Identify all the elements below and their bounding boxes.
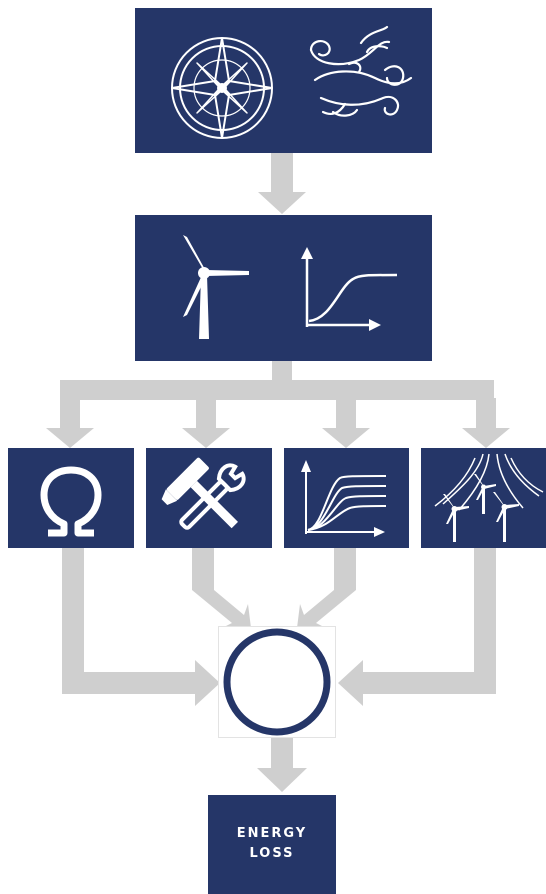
availability-box (146, 448, 272, 548)
arrow-availability-to-circle (192, 548, 252, 636)
arrow-wake-to-circle (338, 660, 496, 706)
electrical-box-bg (8, 448, 134, 548)
turbine-performance-box (284, 448, 409, 548)
energy-loss-box: ENERGY LOSS (208, 795, 336, 894)
arrow-to-performance (322, 398, 370, 448)
wind-swirl-icon (309, 25, 413, 117)
arrow-distribution-bar (60, 380, 494, 400)
arrow-wake-down (474, 548, 496, 694)
power-curve-family-icon (301, 460, 387, 537)
hammer-wrench-icon (161, 457, 246, 530)
power-curve-icon (301, 247, 398, 331)
wake-turbines-icon (434, 453, 544, 542)
arrow-to-availability (182, 398, 230, 448)
arrow-trunk (272, 360, 292, 386)
compass-rose-icon (171, 37, 273, 139)
combination-circle (223, 628, 331, 736)
arrow-resource-to-turbine (258, 152, 306, 214)
wake-effects-box (421, 448, 546, 548)
turbine-power-curve-box (135, 215, 432, 361)
electrical-box (8, 448, 134, 548)
energy-loss-label-line2: LOSS (249, 846, 295, 861)
wind-turbine-icon (183, 235, 249, 339)
arrow-performance-to-circle (296, 548, 356, 636)
arrow-circle-to-energy-loss (257, 738, 307, 792)
omega-icon (40, 466, 102, 537)
arrow-electrical-down (62, 548, 84, 694)
combination-node (218, 626, 336, 738)
energy-loss-label-line1: ENERGY (236, 826, 308, 841)
arrow-to-electrical (46, 398, 94, 448)
arrow-to-wake (462, 398, 510, 448)
wind-resource-box (135, 8, 432, 153)
turbine-power-curve-box-bg (135, 215, 432, 361)
arrow-electrical-to-circle (62, 660, 220, 706)
